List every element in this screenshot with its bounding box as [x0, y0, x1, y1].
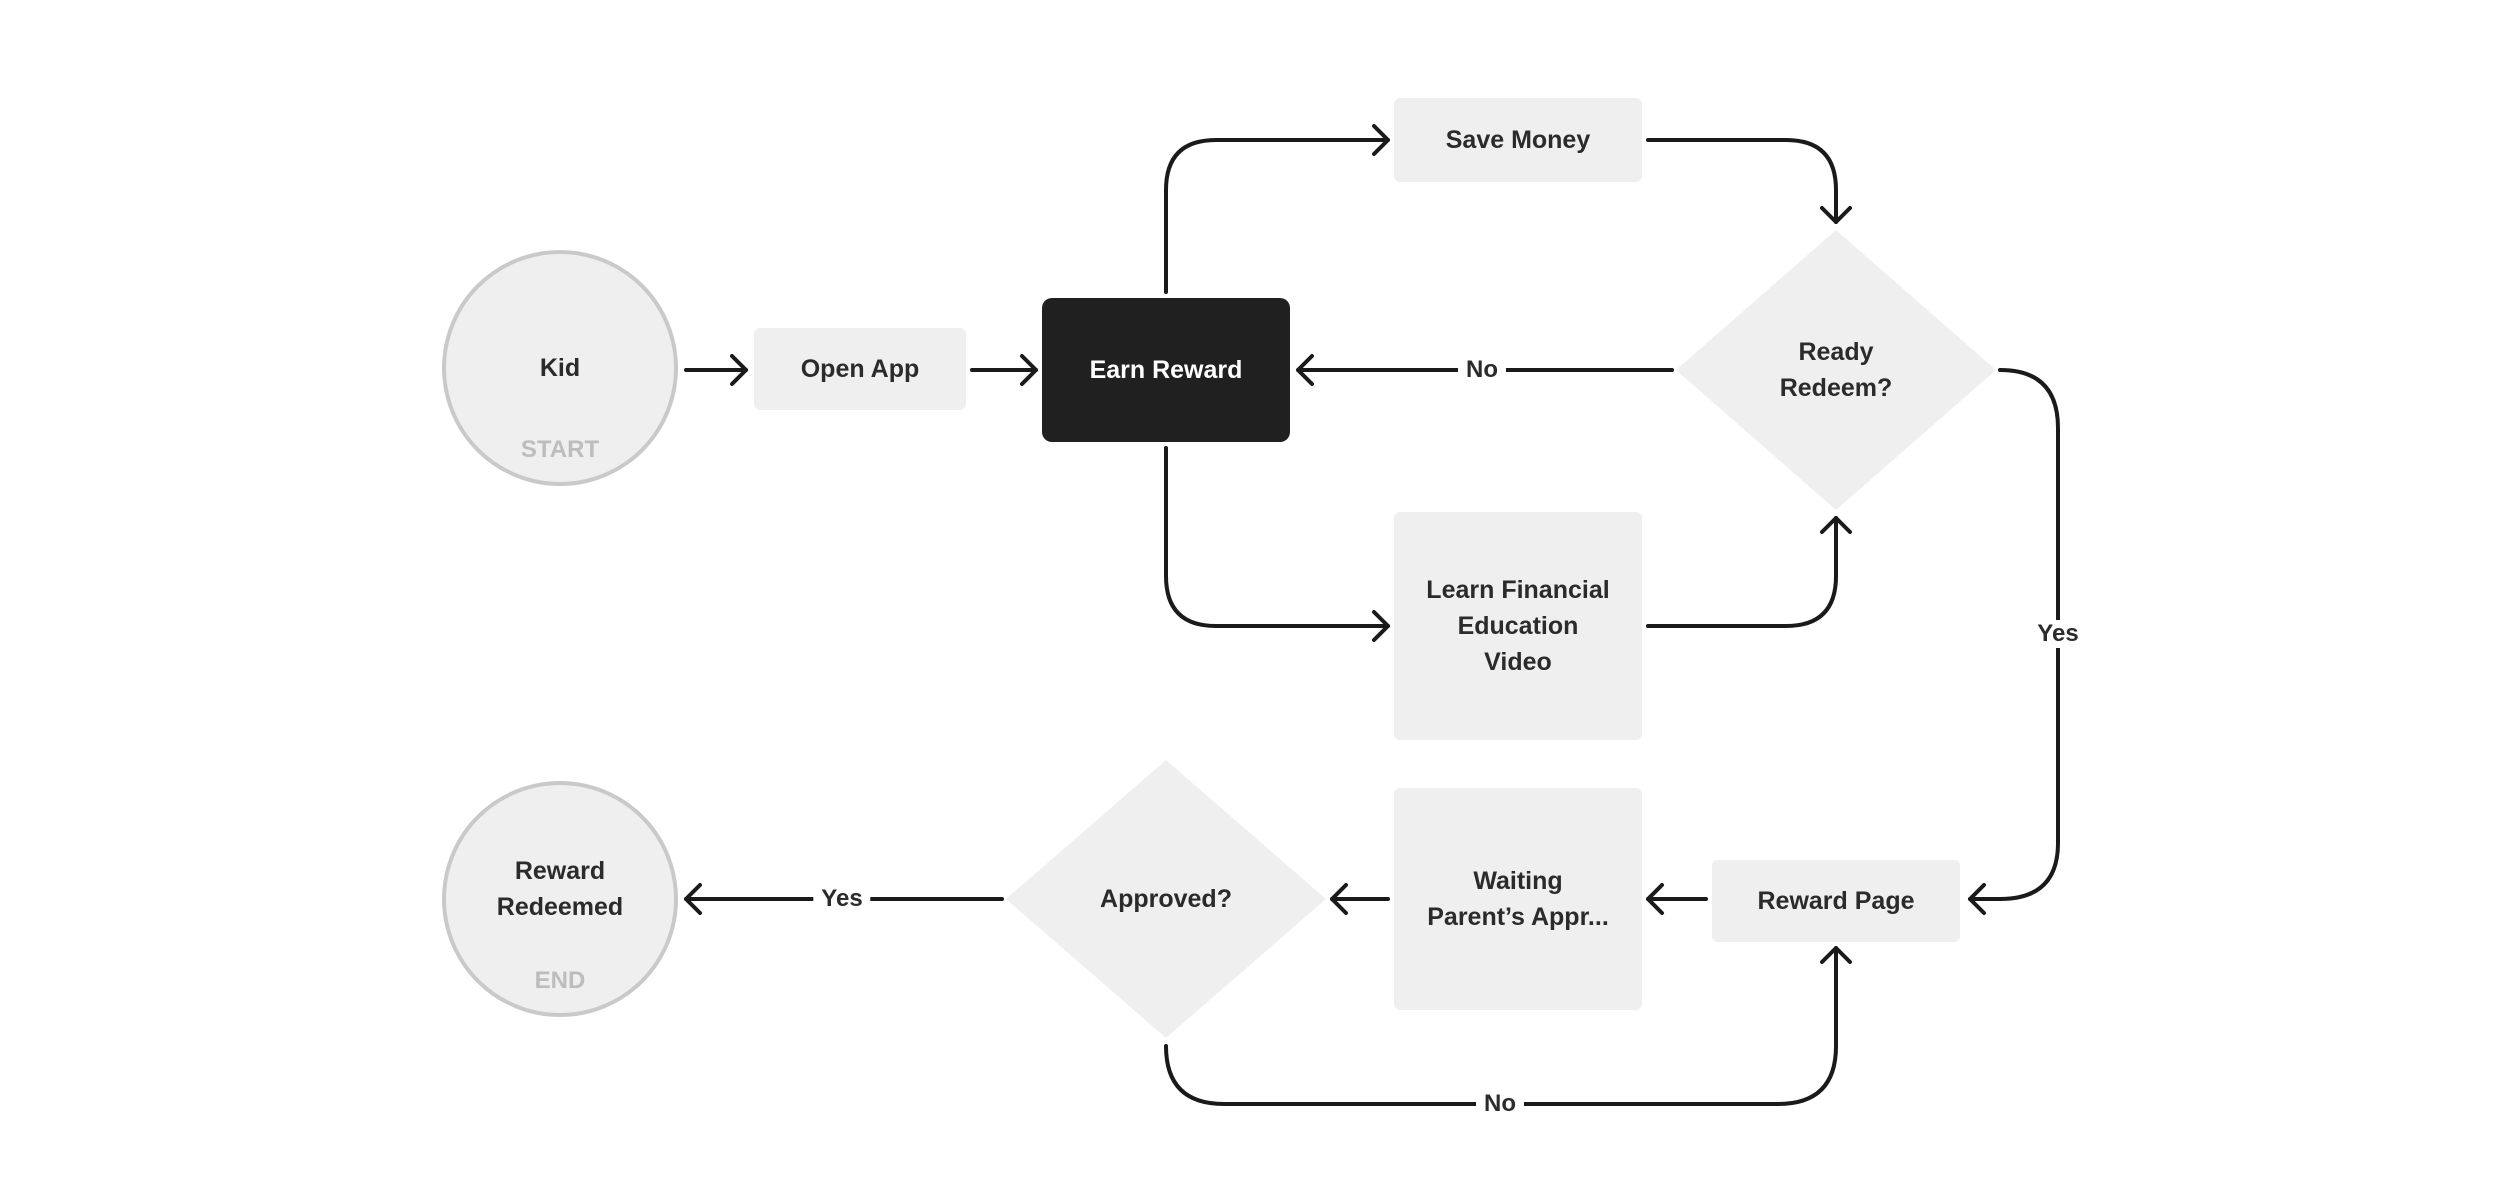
- edge-save-money-ready: [1646, 138, 1838, 224]
- approved-node[interactable]: Approved?: [1046, 874, 1286, 924]
- ready-redeem-diamond: [1676, 230, 1996, 510]
- earn-reward-label: Earn Reward: [1089, 356, 1243, 384]
- reward-page-node[interactable]: Reward Page: [1712, 860, 1960, 942]
- save-money-node[interactable]: Save Money: [1394, 98, 1642, 182]
- approved-diamond: [1006, 760, 1326, 1038]
- waiting-approval-node[interactable]: Waiting Parent’s Appr...: [1394, 788, 1642, 1010]
- learn-video-label: Learn Financial Education Video: [1426, 576, 1610, 676]
- learn-video-node[interactable]: Learn Financial Education Video: [1394, 512, 1642, 740]
- edge-approved-no: [1164, 946, 1838, 1106]
- kid-start-node[interactable]: Kid START: [442, 250, 678, 486]
- kid-label: Kid: [539, 354, 581, 382]
- save-money-label: Save Money: [1445, 126, 1591, 154]
- end-label: END: [534, 967, 586, 994]
- edge-label-approved-no: No: [1476, 1090, 1524, 1118]
- reward-redeemed-end-node[interactable]: Reward Redeemed END: [442, 781, 678, 1017]
- earn-reward-node[interactable]: Earn Reward: [1042, 298, 1290, 442]
- edge-label-approved-yes: Yes: [813, 885, 871, 913]
- waiting-approval-label: Waiting Parent’s Appr...: [1427, 867, 1609, 931]
- edge-earn-reward-save-money: [1164, 138, 1390, 294]
- ready-redeem-node[interactable]: Ready Redeem?: [1716, 320, 1956, 420]
- reward-page-label: Reward Page: [1757, 887, 1915, 915]
- approved-label: Approved?: [1100, 885, 1232, 913]
- edge-label-ready-no: No: [1458, 356, 1506, 384]
- open-app-node[interactable]: Open App: [754, 328, 966, 410]
- edge-label-ready-yes: Yes: [2029, 620, 2087, 648]
- edge-earn-reward-learn: [1164, 446, 1390, 628]
- start-label: START: [520, 436, 600, 463]
- edge-learn-ready: [1646, 516, 1838, 628]
- reward-redeemed-label: Reward Redeemed: [496, 857, 624, 921]
- open-app-label: Open App: [800, 355, 920, 383]
- edge-ready-yes: [1968, 368, 2060, 901]
- ready-redeem-label: Ready Redeem?: [1779, 338, 1893, 402]
